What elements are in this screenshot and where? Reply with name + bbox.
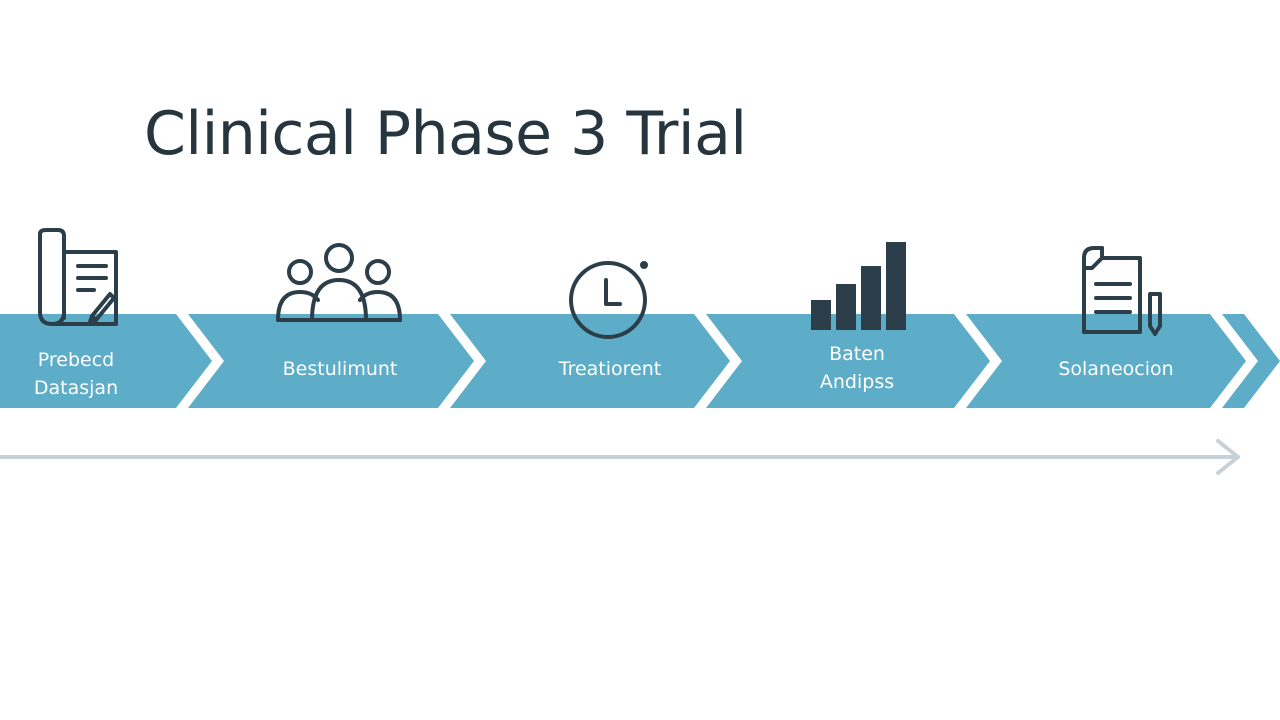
step-label-5-line-1: Solaneocion	[1058, 358, 1174, 380]
step-label-1: Prebecd Datasjan	[34, 346, 118, 402]
protocol-scroll-icon	[38, 228, 118, 326]
people-group-icon	[276, 243, 402, 322]
document-pen-icon	[1082, 246, 1162, 336]
step-label-4: Baten Andipss	[820, 340, 894, 396]
step-label-4-line-2: Andipss	[819, 371, 895, 393]
bar-chart-icon	[811, 242, 906, 330]
step-label-3-line-1: Treatiorent	[558, 358, 662, 380]
chevron-end-tip	[1222, 314, 1280, 408]
step-label-5: Solaneocion	[1058, 355, 1173, 383]
step-label-3: Treatiorent	[559, 355, 661, 383]
chevron-step-4	[706, 314, 990, 408]
clock-icon	[569, 261, 648, 339]
step-label-4-line-1: Baten	[829, 343, 885, 365]
step-label-2-line-1: Bestulimunt	[282, 358, 398, 380]
timeline-arrowhead	[1216, 439, 1240, 475]
step-label-2: Bestulimunt	[283, 355, 398, 383]
chevron-step-2	[188, 314, 474, 408]
step-label-1-line-2: Datasjan	[33, 377, 119, 399]
page-title: Clinical Phase 3 Trial	[144, 99, 747, 169]
chevron-step-1	[0, 314, 212, 408]
chevron-step-3	[450, 314, 730, 408]
chevron-step-5	[966, 314, 1246, 408]
step-label-1-line-1: Prebecd	[37, 349, 115, 371]
